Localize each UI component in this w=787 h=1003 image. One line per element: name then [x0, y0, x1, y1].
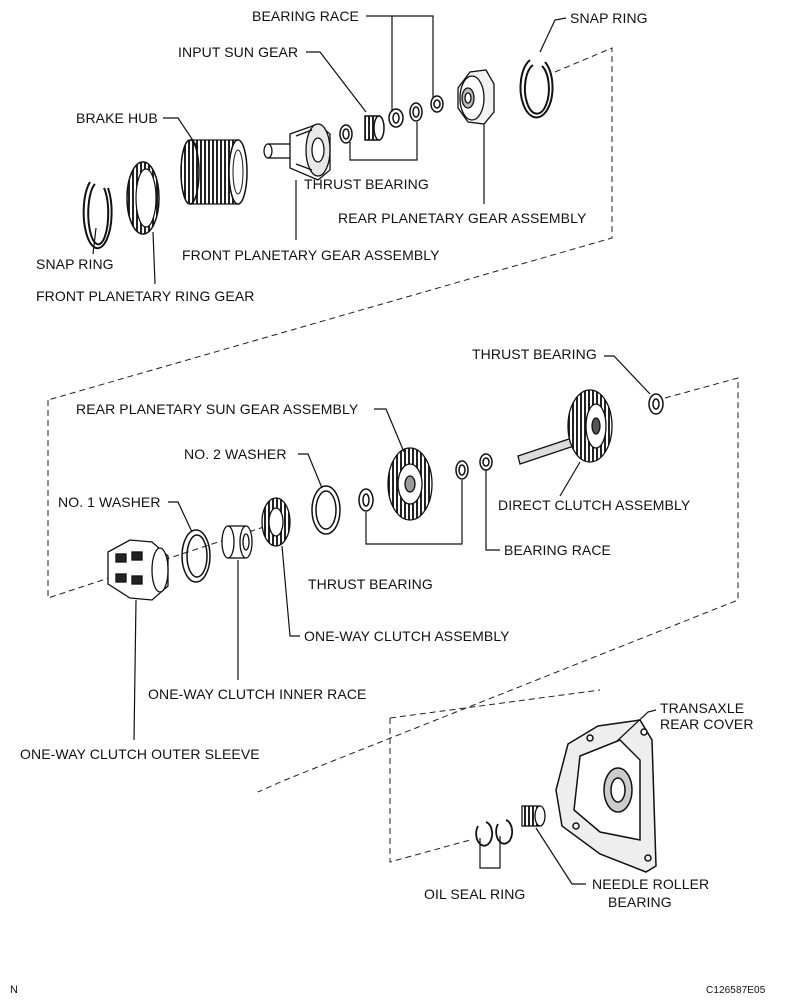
needle-roller-bearing-label-line2: BEARING [608, 894, 672, 910]
bearing-race-mid-label: BEARING RACE [504, 542, 611, 558]
rear-planetary-gear-assembly-part [457, 69, 495, 125]
rear-planetary-sun-gear-assembly-label: REAR PLANETARY SUN GEAR ASSEMBLY [76, 401, 359, 417]
rear-planetary-sun-gear-assembly-part [387, 447, 433, 521]
leader-lines [92, 15, 657, 885]
thrust-bearing-mid-top-label: THRUST BEARING [472, 346, 597, 362]
one-way-clutch-assembly-part [261, 497, 291, 547]
one-way-clutch-outer-sleeve-part [107, 539, 169, 601]
input-sun-gear-label: INPUT SUN GEAR [178, 44, 299, 60]
thrust-bearing-mid-label: THRUST BEARING [308, 576, 433, 592]
one-way-clutch-assembly-label: ONE-WAY CLUTCH ASSEMBLY [304, 628, 510, 644]
direct-clutch-assembly-part [517, 389, 613, 465]
front-planetary-ring-gear-part [126, 161, 160, 235]
top-small-rings [339, 95, 444, 144]
snap-ring-left-part [82, 181, 113, 250]
no2-washer-part [311, 485, 341, 535]
oil-seal-ring-label: OIL SEAL RING [424, 886, 526, 902]
no1-washer-part [181, 529, 211, 583]
rear-planetary-gear-assembly-label: REAR PLANETARY GEAR ASSEMBLY [338, 210, 587, 226]
snap-ring-left-label: SNAP RING [36, 256, 114, 272]
needle-roller-bearing-part [521, 805, 546, 827]
needle-roller-bearing-label-line1: NEEDLE ROLLER [592, 876, 710, 892]
no1-washer-label: NO. 1 WASHER [58, 494, 161, 510]
front-planetary-gear-assembly-part [263, 123, 331, 181]
thrust-bearing-mid-part [358, 488, 374, 512]
one-way-clutch-inner-race-label: ONE-WAY CLUTCH INNER RACE [148, 686, 367, 702]
one-way-clutch-outer-sleeve-label: ONE-WAY CLUTCH OUTER SLEEVE [20, 746, 260, 762]
brake-hub-label: BRAKE HUB [76, 110, 158, 126]
transaxle-rear-cover-part [555, 719, 657, 873]
one-way-clutch-inner-race-part [221, 525, 253, 559]
oil-seal-ring-parts [475, 819, 514, 847]
bearing-race-top-label: BEARING RACE [252, 8, 359, 24]
figure-code: C126587E05 [706, 985, 766, 996]
snap-ring-top-part [519, 59, 554, 119]
front-planetary-gear-assembly-label: FRONT PLANETARY GEAR ASSEMBLY [182, 247, 440, 263]
thrust-bearing-top-label: THRUST BEARING [304, 176, 429, 192]
no2-washer-label: NO. 2 WASHER [184, 446, 287, 462]
snap-ring-top-label: SNAP RING [570, 10, 648, 26]
transaxle-rear-cover-label-line1: TRANSAXLE [660, 700, 745, 716]
thrust-bearing-mid-top-part [648, 393, 664, 415]
brake-hub-part [180, 139, 248, 205]
front-planetary-ring-gear-label: FRONT PLANETARY RING GEAR [36, 288, 255, 304]
direct-clutch-assembly-label: DIRECT CLUTCH ASSEMBLY [498, 497, 691, 513]
mid-small-rings [455, 453, 493, 480]
footer-left-mark: N [10, 984, 19, 996]
transaxle-rear-cover-label-line2: REAR COVER [660, 716, 754, 732]
